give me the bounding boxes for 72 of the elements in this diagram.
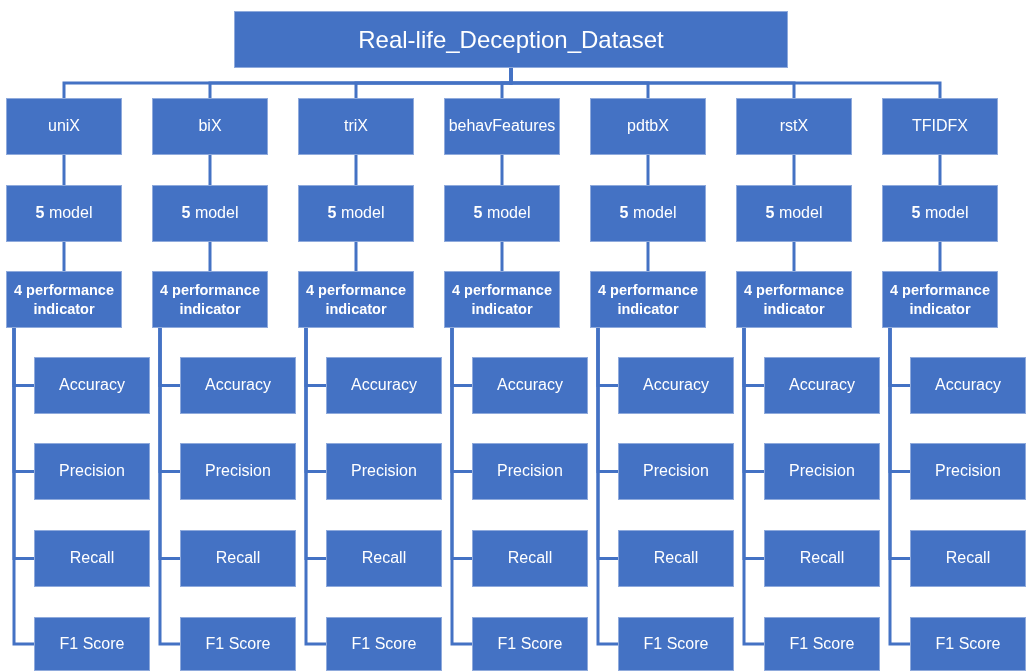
metric-box: Accuracy — [910, 357, 1026, 414]
indicator-box: 4 performance indicator — [152, 271, 268, 328]
connector-line — [62, 155, 66, 185]
connector-line — [646, 242, 650, 271]
model-box: 5 model — [298, 185, 414, 242]
metric-box: F1 Score — [472, 617, 588, 671]
feature-set-box: uniX — [6, 98, 122, 155]
connector-line — [450, 328, 472, 646]
model-box: 5 model — [444, 185, 560, 242]
metric-box: F1 Score — [764, 617, 880, 671]
model-box: 5 model — [882, 185, 998, 242]
metric-box: Accuracy — [618, 357, 734, 414]
dataset-box: Real-life_Deception_Dataset — [234, 11, 788, 68]
feature-set-box: biX — [152, 98, 268, 155]
feature-set-box: triX — [298, 98, 414, 155]
connector-line — [500, 242, 504, 271]
indicator-box: 4 performance indicator — [736, 271, 852, 328]
connector-line — [500, 155, 504, 185]
connector-line — [938, 155, 942, 185]
metric-box: Accuracy — [472, 357, 588, 414]
metric-box: Recall — [764, 530, 880, 587]
connector-line — [208, 242, 212, 271]
metric-box: Precision — [326, 443, 442, 500]
connector-line — [646, 155, 650, 185]
indicator-box: 4 performance indicator — [590, 271, 706, 328]
metric-box: Recall — [34, 530, 150, 587]
metric-box: F1 Score — [326, 617, 442, 671]
metric-box: Recall — [618, 530, 734, 587]
connector-line — [62, 242, 66, 271]
feature-set-box: pdtbX — [590, 98, 706, 155]
connector-line — [304, 328, 326, 646]
connector-line — [742, 328, 764, 646]
metric-box: Recall — [910, 530, 1026, 587]
metric-box: Precision — [764, 443, 880, 500]
metric-box: F1 Score — [180, 617, 296, 671]
metric-box: F1 Score — [34, 617, 150, 671]
metric-box: Accuracy — [34, 357, 150, 414]
model-box: 5 model — [736, 185, 852, 242]
feature-set-box: TFIDFX — [882, 98, 998, 155]
connector-line — [12, 328, 34, 646]
connector-line — [938, 242, 942, 271]
metric-box: Precision — [34, 443, 150, 500]
connector-line — [888, 328, 910, 646]
metric-box: Precision — [472, 443, 588, 500]
indicator-box: 4 performance indicator — [882, 271, 998, 328]
metric-box: Recall — [326, 530, 442, 587]
connector-line — [208, 155, 212, 185]
feature-set-box: rstX — [736, 98, 852, 155]
metric-box: Recall — [180, 530, 296, 587]
connector-line — [354, 155, 358, 185]
model-box: 5 model — [590, 185, 706, 242]
metric-box: F1 Score — [618, 617, 734, 671]
connector-line — [354, 242, 358, 271]
metric-box: Recall — [472, 530, 588, 587]
indicator-box: 4 performance indicator — [444, 271, 560, 328]
feature-set-box: behavFeatures — [444, 98, 560, 155]
metric-box: Precision — [618, 443, 734, 500]
metric-box: Accuracy — [180, 357, 296, 414]
connector-line — [792, 242, 796, 271]
metric-box: Accuracy — [764, 357, 880, 414]
model-box: 5 model — [152, 185, 268, 242]
metric-box: F1 Score — [910, 617, 1026, 671]
metric-box: Precision — [180, 443, 296, 500]
connector-line — [596, 328, 618, 646]
connector-line — [158, 328, 180, 646]
metric-box: Accuracy — [326, 357, 442, 414]
model-box: 5 model — [6, 185, 122, 242]
metric-box: Precision — [910, 443, 1026, 500]
indicator-box: 4 performance indicator — [6, 271, 122, 328]
connector-line — [792, 155, 796, 185]
indicator-box: 4 performance indicator — [298, 271, 414, 328]
connector-line — [509, 68, 942, 98]
